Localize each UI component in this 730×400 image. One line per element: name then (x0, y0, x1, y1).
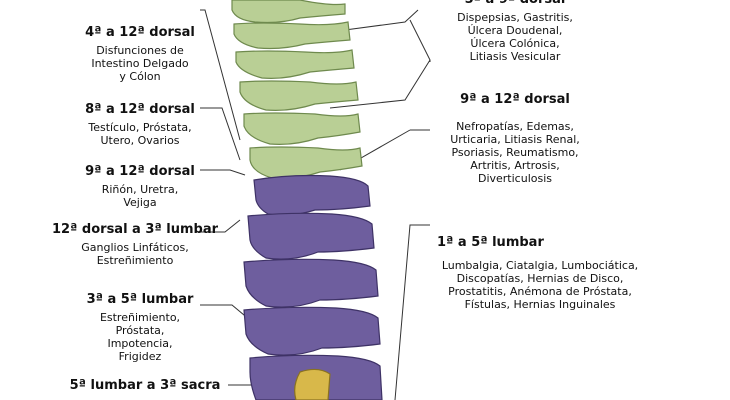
vertebra-d1 (231, 0, 346, 24)
label-line: Frigidez (118, 350, 162, 363)
label-line: Dispepsias, Gastritis, (457, 11, 573, 24)
vertebra-l2 (247, 212, 375, 260)
label-heading: 3ª a 5ª lumbar (86, 292, 194, 307)
vertebra-l4 (243, 306, 381, 356)
label-line: Urticaria, Litiasis Renal, (450, 133, 580, 146)
label-line: Artritis, Artrosis, (470, 159, 560, 172)
vertebra-d3 (235, 49, 355, 79)
label-line: Nefropatías, Edemas, (456, 120, 574, 133)
label-4-12-dorsal: 4ª a 12ª dorsal Disfunciones de Intestin… (60, 25, 220, 83)
label-line: Estreñimiento, (99, 311, 181, 324)
label-heading: 9ª a 12ª dorsal (460, 92, 570, 107)
label-heading: 8ª a 12ª dorsal (85, 102, 195, 117)
label-line: Prostatitis, Anémona de Próstata, (448, 285, 632, 298)
label-line: Úlcera Doudenal, (467, 24, 563, 37)
label-heading: 5ª lumbar a 3ª sacra (69, 378, 221, 393)
label-heading: 4ª a 12ª dorsal (85, 25, 195, 40)
label-5l-3-sacra: 5ª lumbar a 3ª sacra (55, 378, 235, 394)
label-9-12-dorsal-right: 9ª a 12ª dorsal Nefropatías, Edemas, Urt… (415, 92, 615, 185)
label-heading: 5ª a 9ª dorsal (420, 0, 610, 8)
label-5-9-dorsal: 5ª a 9ª dorsal Dispepsias, Gastritis, Úl… (420, 0, 610, 63)
label-9-12-dorsal-left: 9ª a 12ª dorsal Riñón, Uretra, Vejiga (60, 164, 220, 209)
label-line: y Cólon (119, 70, 161, 83)
label-line: Úlcera Colónica, (470, 37, 560, 50)
vertebra-d5 (243, 112, 361, 145)
lumbar-vertebrae (243, 174, 383, 400)
label-line: Fístulas, Hernias Inguinales (464, 298, 616, 311)
label-line: Testículo, Próstata, (88, 121, 192, 134)
sacral-vertebrae (294, 368, 331, 400)
vertebra-s1 (294, 368, 331, 400)
label-line: Ganglios Linfáticos, (81, 241, 189, 254)
label-heading: 12ª dorsal a 3ª lumbar (51, 222, 219, 237)
vertebra-d6 (249, 146, 363, 179)
vertebra-l3 (243, 258, 379, 308)
label-line: Discopatías, Hernias de Disco, (456, 272, 624, 285)
label-line: Estreñimiento (96, 254, 174, 267)
label-heading: 9ª a 12ª dorsal (85, 164, 195, 179)
dorsal-vertebrae (231, 0, 363, 179)
label-line: Riñón, Uretra, (101, 183, 179, 196)
label-1-5-lumbar: 1ª a 5ª lumbar Lumbalgia, Ciatalgia, Lum… (415, 235, 665, 311)
label-line: Impotencia, (107, 337, 173, 350)
label-line: Diverticulosis (477, 172, 553, 185)
label-heading: 1ª a 5ª lumbar (437, 235, 544, 250)
label-line: Disfunciones de (96, 44, 184, 57)
label-line: Utero, Ovarios (100, 134, 180, 147)
label-line: Lumbalgia, Ciatalgia, Lumbociática, (441, 259, 639, 272)
label-line: Psoriasis, Reumatismo, (451, 146, 579, 159)
vertebra-d2 (233, 21, 351, 50)
label-line: Litiasis Vesicular (469, 50, 561, 63)
vertebra-d4 (239, 80, 359, 111)
label-8-12-dorsal: 8ª a 12ª dorsal Testículo, Próstata, Ute… (60, 102, 220, 147)
label-line: Vejiga (123, 196, 157, 209)
vertebra-l1 (253, 174, 371, 216)
label-12d-3-lumbar: 12ª dorsal a 3ª lumbar Ganglios Linfátic… (40, 222, 230, 267)
label-3-5-lumbar: 3ª a 5ª lumbar Estreñimiento, Próstata, … (60, 292, 220, 363)
label-line: Intestino Delgado (91, 57, 189, 70)
label-line: Próstata, (115, 324, 165, 337)
